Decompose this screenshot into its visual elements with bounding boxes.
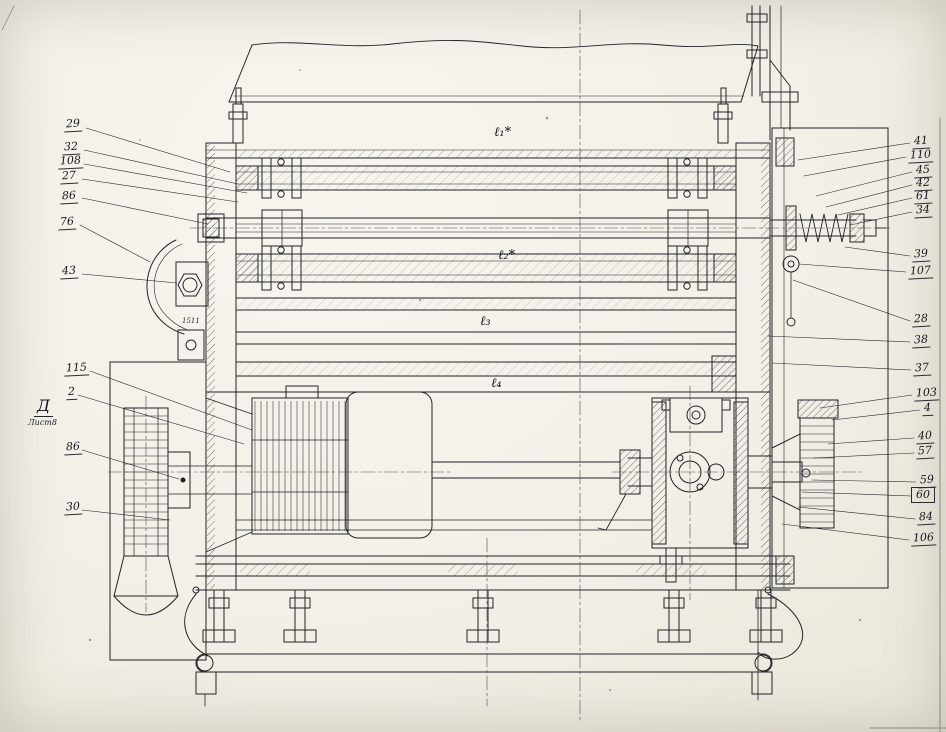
upper-right-bracket (746, 5, 799, 141)
upper-roller (235, 157, 737, 199)
callout-106: 106 (910, 530, 937, 547)
callout-27: 27 (59, 169, 79, 185)
callout-4: 4 (921, 401, 934, 417)
hood-bolts (228, 87, 733, 144)
callout-84: 84 (916, 510, 936, 526)
drive-pulley-left (113, 407, 253, 616)
centerlines (107, 9, 891, 723)
center-cylinder (235, 391, 653, 539)
leader-lines-right (767, 142, 921, 541)
dimension-label-l4: ℓ₄ (491, 376, 502, 391)
output-pulley (797, 399, 839, 529)
gearbox (597, 397, 803, 583)
callout-110: 110 (907, 147, 934, 164)
callout-76: 76 (57, 215, 77, 231)
stamp-note: 1511 (182, 317, 200, 325)
belt-guard (109, 361, 207, 661)
callout-107: 107 (907, 263, 934, 280)
leader-lines-left (77, 127, 253, 521)
callout-28: 28 (911, 312, 931, 328)
callout-37: 37 (912, 361, 932, 377)
side-plate (771, 127, 889, 589)
lower-roller (235, 245, 737, 291)
callout-57: 57 (915, 444, 935, 460)
callout-29: 29 (63, 117, 83, 133)
dimension-label-l2: ℓ₂* (498, 248, 516, 263)
sight-glass-hex (177, 273, 203, 297)
motor (205, 385, 349, 553)
dimension-label-l1: ℓ₁* (494, 125, 512, 140)
callout-86-upper: 86 (59, 189, 79, 205)
callout-2: 2 (65, 385, 78, 401)
callout-86-lower: 86 (63, 440, 83, 456)
view-marker-letter: Д (34, 398, 54, 417)
callout-103: 103 (913, 385, 940, 402)
sheet-edges (1, 5, 946, 732)
view-marker-note: Лист8 (28, 418, 57, 427)
callout-108: 108 (57, 153, 84, 170)
callout-115: 115 (63, 360, 90, 377)
scan-speckles (88, 69, 862, 691)
callout-43: 43 (59, 264, 79, 280)
dimension-label-l3: ℓ₃ (480, 314, 491, 329)
callout-34: 34 (913, 203, 933, 219)
base-frame (195, 555, 791, 707)
callout-60: 60 (911, 487, 935, 503)
mid-rails (205, 297, 771, 393)
callout-40: 40 (915, 429, 935, 445)
callout-38: 38 (911, 333, 931, 349)
top-hood (228, 39, 759, 103)
callout-30: 30 (63, 500, 83, 516)
callout-39: 39 (911, 247, 931, 263)
